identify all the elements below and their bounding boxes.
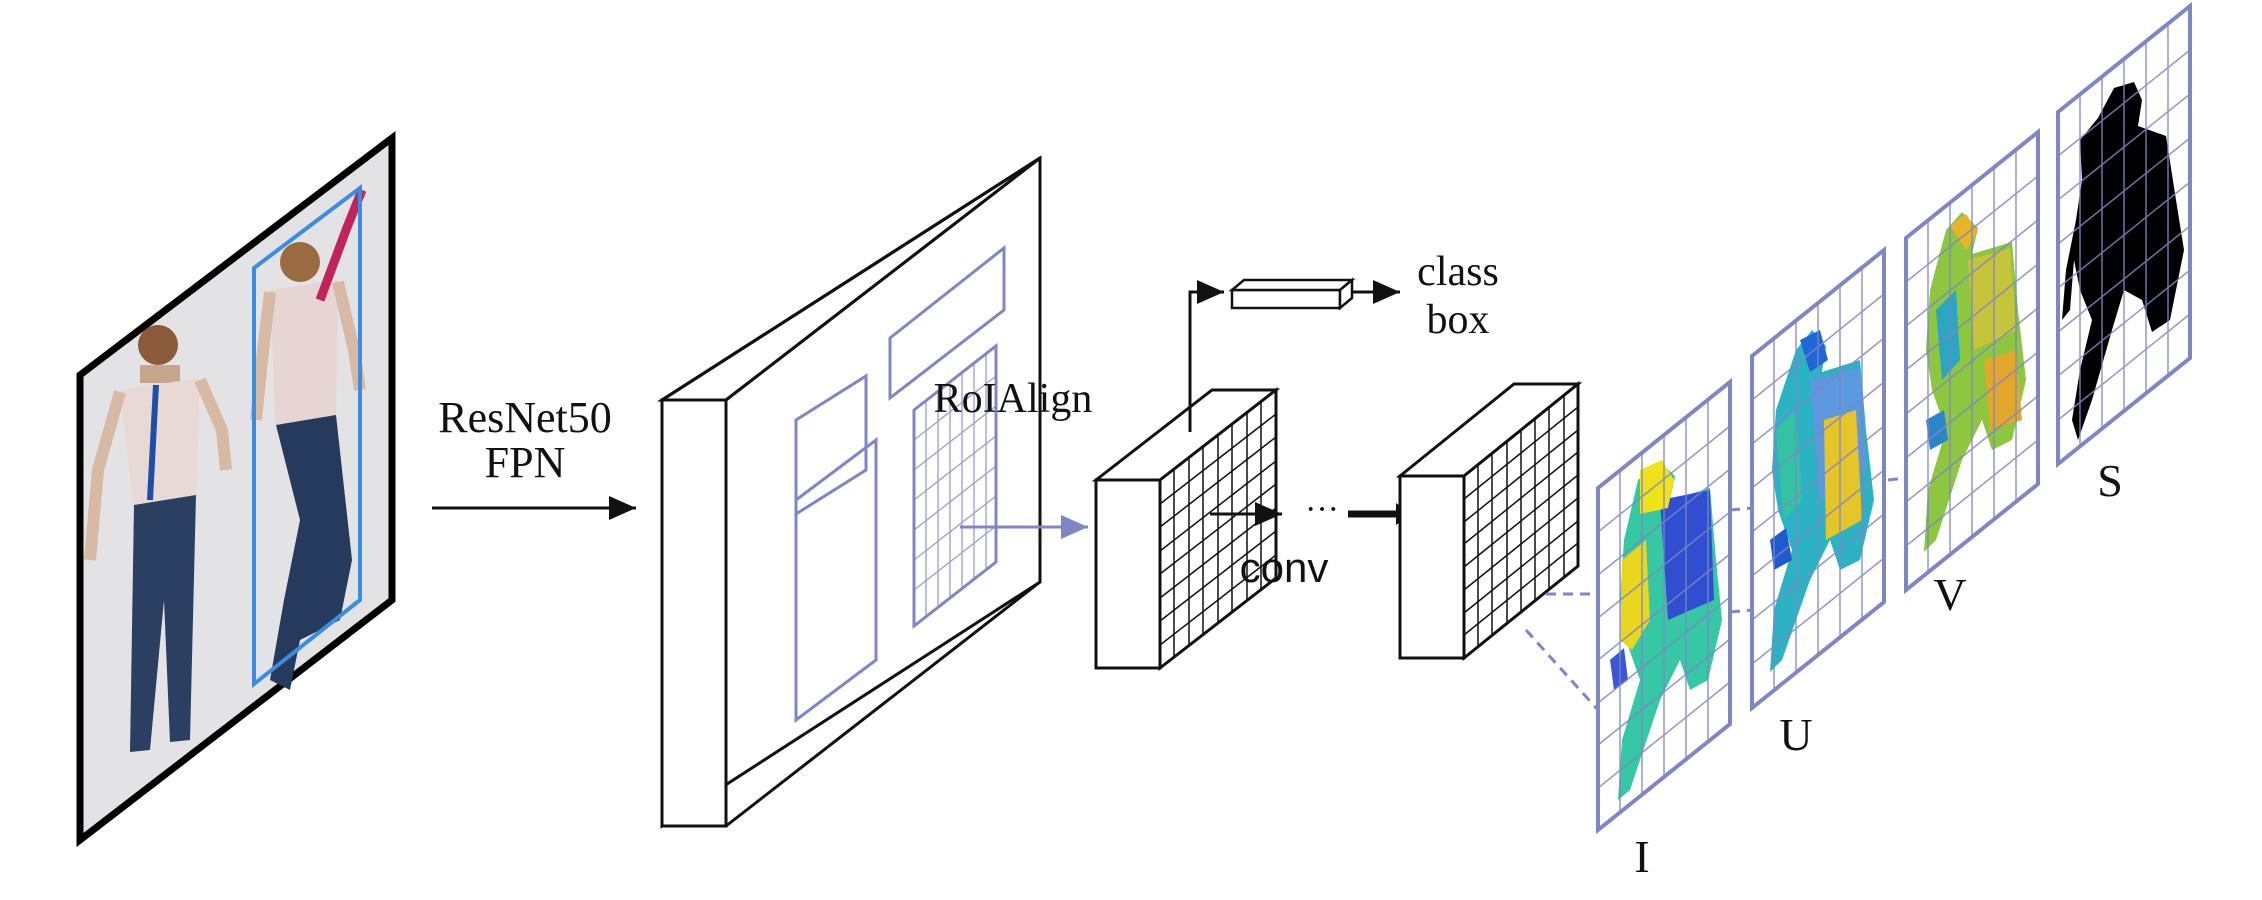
class-label: class xyxy=(1417,249,1499,295)
roi-region-3 xyxy=(888,244,1006,402)
class-box-fc-block xyxy=(1228,277,1356,311)
person-right-figure xyxy=(250,188,367,690)
output-label-u: U xyxy=(1779,709,1812,760)
backbone-label-line1: ResNet50 xyxy=(438,393,612,442)
box-label: box xyxy=(1427,297,1490,343)
conv-label: conv xyxy=(1240,544,1329,591)
output-map-u xyxy=(1750,245,1886,713)
roialign-label: RoIAlign xyxy=(934,376,1093,422)
detection-bounding-box xyxy=(252,183,362,689)
roi-feature-block xyxy=(1091,386,1281,672)
output-label-s: S xyxy=(2097,455,2123,506)
fpn-feature-map-block xyxy=(656,155,1042,829)
head-feature-block xyxy=(1395,380,1583,662)
conv-ellipsis: ··· xyxy=(1305,491,1339,528)
output-map-i xyxy=(1596,377,1732,835)
roi-region-1 xyxy=(794,373,868,517)
input-image-panel xyxy=(76,130,396,848)
class-box-branch-arrow xyxy=(1188,280,1224,432)
roi-grid-region xyxy=(912,342,998,630)
backbone-label-line2: FPN xyxy=(485,438,566,487)
output-label-i: I xyxy=(1634,831,1649,882)
roi-region-2 xyxy=(794,437,878,723)
output-map-s xyxy=(2056,1,2192,469)
output-label-v: V xyxy=(1933,569,1966,620)
person-left-figure xyxy=(84,325,232,752)
output-map-v xyxy=(1904,127,2040,595)
